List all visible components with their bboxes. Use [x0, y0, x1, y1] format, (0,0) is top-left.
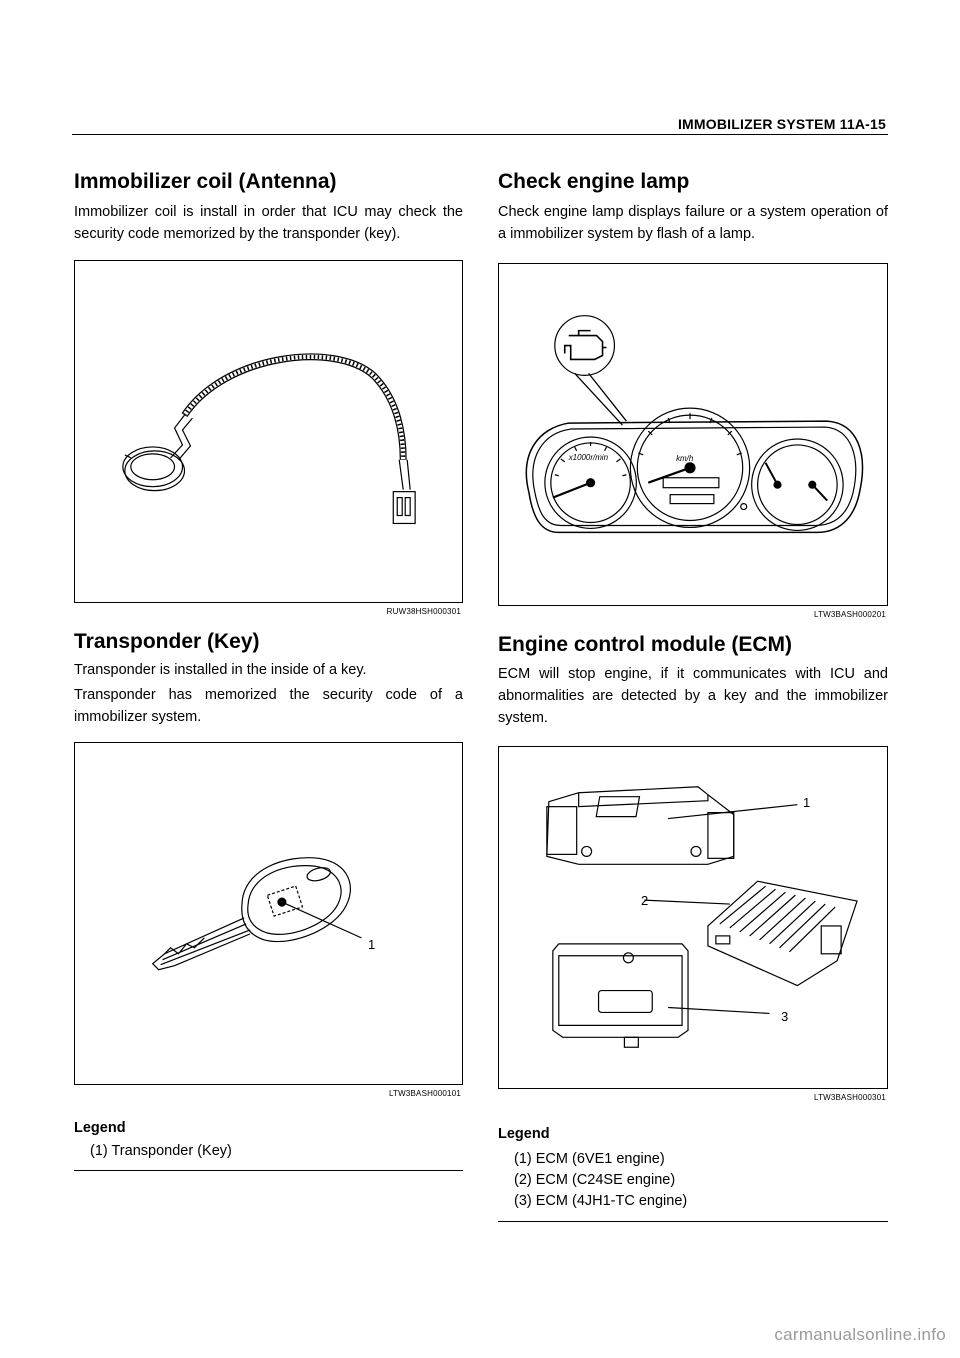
ecm-callout-3: 3: [781, 1009, 789, 1024]
ecm-legend-item-2: (2) ECM (C24SE engine): [514, 1172, 676, 1188]
svg-text:km/h: km/h: [676, 454, 694, 463]
antenna-coil-illustration: [122, 353, 416, 525]
page-header-title: IMMOBILIZER SYSTEM 11A-15: [677, 116, 886, 132]
coil-figure-code: RUW38HSH000301: [386, 607, 461, 616]
ecm-figure: 1 2 3: [498, 746, 888, 1089]
lamp-figure: x1000r/min km/h: [498, 263, 888, 606]
ecm-legend-title: Legend: [498, 1126, 550, 1142]
instrument-cluster-illustration: x1000r/min km/h: [525, 315, 864, 534]
lamp-heading: Check engine lamp: [498, 170, 690, 193]
key-illustration: [151, 857, 362, 971]
key-legend-item-1: (1) Transponder (Key): [90, 1143, 232, 1159]
transponder-heading: Transponder (Key): [74, 630, 260, 653]
header-rule: [72, 134, 888, 135]
ecm-units-illustration: [546, 786, 858, 1048]
left-section-rule: [74, 1170, 463, 1171]
coil-figure: [74, 260, 463, 603]
lamp-figure-code: LTW3BASH000201: [813, 610, 886, 619]
transponder-body-1: Transponder is installed in the inside o…: [74, 662, 367, 678]
lamp-body: Check engine lamp displays failure or a …: [498, 204, 888, 242]
ecm-heading: Engine control module (ECM): [498, 633, 792, 656]
transponder-body-2: Transponder has memorized the security c…: [74, 687, 463, 725]
key-callout-1: 1: [368, 937, 376, 952]
ecm-legend-item-3: (3) ECM (4JH1-TC engine): [514, 1193, 688, 1209]
watermark: carmanualsonline.info: [774, 1325, 946, 1344]
ecm-body: ECM will stop engine, if it communicates…: [498, 666, 888, 726]
ecm-callout-1: 1: [803, 795, 811, 810]
key-legend-title: Legend: [74, 1120, 126, 1136]
ecm-callout-2: 2: [641, 893, 649, 908]
ecm-legend-item-1: (1) ECM (6VE1 engine): [514, 1151, 665, 1167]
coil-body: Immobilizer coil is install in order tha…: [74, 204, 463, 242]
svg-text:x1000r/min: x1000r/min: [568, 453, 609, 462]
right-section-rule: [498, 1221, 888, 1222]
ecm-figure-code: LTW3BASH000301: [813, 1093, 886, 1102]
coil-heading: Immobilizer coil (Antenna): [74, 170, 337, 193]
key-figure: 1: [74, 742, 463, 1085]
key-figure-code: LTW3BASH000101: [388, 1089, 461, 1098]
